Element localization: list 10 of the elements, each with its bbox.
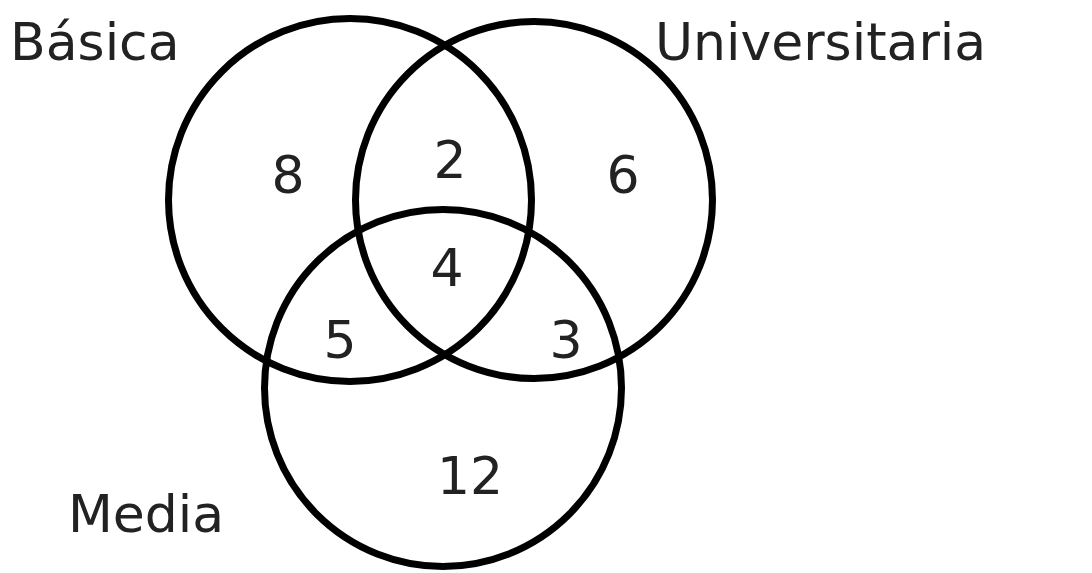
region-count: 12 [436, 450, 504, 502]
set-label: Básica [10, 16, 180, 68]
region-count: 8 [271, 149, 305, 201]
set-label: Universitaria [655, 16, 987, 68]
region-count: 5 [323, 314, 357, 366]
region-count: 4 [430, 242, 464, 294]
set-label: Media [68, 488, 225, 540]
region-count: 2 [433, 134, 467, 186]
region-count: 6 [606, 149, 640, 201]
region-count: 3 [549, 314, 583, 366]
